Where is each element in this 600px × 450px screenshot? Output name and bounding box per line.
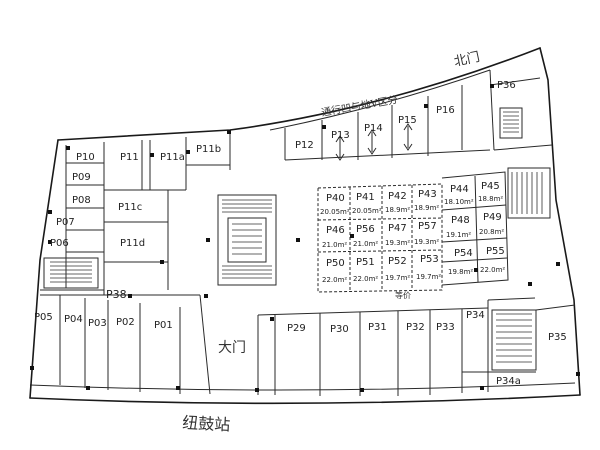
kiosk-area: 20.05m² — [320, 208, 350, 216]
unit-label: P31 — [368, 322, 387, 333]
kiosk-area: 20.05m² — [352, 207, 382, 215]
labels-top-row: P12 P13 P14 P15 P16 — [295, 105, 455, 151]
kiosk-area: 22.0m² — [480, 266, 505, 274]
bottom-left-units — [59, 294, 211, 395]
central-escalator — [217, 194, 277, 286]
kiosk-id: P54 — [454, 248, 473, 259]
kiosk-id: P47 — [388, 223, 407, 234]
kiosk-id: P41 — [356, 192, 375, 203]
unit-label: P11 — [120, 152, 139, 163]
unit-label: P09 — [72, 172, 91, 183]
unit-label: P11d — [120, 238, 145, 249]
labels-left-block: P10 P09 P11 P11a P11b P08 P11c P07 P06 P… — [50, 144, 221, 301]
kiosk-area: 19.3m² — [414, 238, 439, 246]
unit-label: P30 — [330, 324, 349, 335]
labels-bottom-right: P29 P30 P31 P32 P33 P34 P35 P34a — [287, 310, 567, 387]
unit-label: P34 — [466, 310, 485, 321]
unit-label: P15 — [398, 115, 417, 126]
kiosk-id: P53 — [420, 254, 439, 265]
unit-label: P35 — [548, 332, 567, 343]
kiosk-id: P55 — [486, 246, 505, 257]
unit-label: P34a — [496, 376, 521, 387]
kiosk-id: P51 — [356, 257, 375, 268]
kiosk-id: P50 — [326, 258, 345, 269]
kiosk-id: P40 — [326, 193, 345, 204]
kiosk-area: 19.8m² — [448, 268, 473, 276]
unit-label: P38 — [106, 288, 127, 301]
kiosk-id: P49 — [483, 212, 502, 223]
unit-label: P01 — [154, 320, 173, 331]
unit-label: P16 — [436, 105, 455, 116]
kiosk-area: 18.10m² — [444, 198, 474, 206]
north-gate-label: 北门 — [453, 50, 482, 70]
unit-label: P11c — [118, 202, 142, 213]
unit-label: P14 — [364, 123, 383, 134]
unit-label: P04 — [64, 314, 83, 325]
right-column — [489, 69, 553, 219]
unit-label: P12 — [295, 140, 314, 151]
kiosk-id: P45 — [481, 181, 500, 192]
unit-label: P29 — [287, 323, 306, 334]
unit-label: P33 — [436, 322, 455, 333]
kiosk-grid — [317, 171, 509, 293]
bottom-right-units — [257, 297, 576, 396]
unit-label: P08 — [72, 195, 91, 206]
kiosk-area: 19.7m² — [416, 273, 441, 281]
labels-kiosk-grid: P40 20.05m² P41 20.05m² P42 18.9m² P43 1… — [320, 181, 505, 284]
labels-bottom-left: P05 P04 P03 P02 P01 — [34, 312, 173, 331]
corridor-note: 通行凹与地V区分 — [320, 93, 398, 119]
kiosk-area: 19.3m² — [385, 239, 410, 247]
kiosk-id: P52 — [388, 256, 407, 267]
kiosk-area: 19.7m² — [385, 274, 410, 282]
kiosk-id: P42 — [388, 191, 407, 202]
kiosk-id: P44 — [450, 184, 469, 195]
top-row — [284, 85, 491, 161]
kiosk-id: P57 — [418, 221, 437, 232]
street-name: 纽鼓站 — [182, 413, 231, 434]
kiosk-area: 22.0m² — [322, 276, 347, 284]
unit-label: P02 — [116, 317, 135, 328]
kiosk-id: P48 — [451, 215, 470, 226]
unit-label: P11b — [196, 144, 221, 155]
grid-footnote: 等价 — [395, 290, 411, 300]
kiosk-area: 18.9m² — [385, 206, 410, 214]
kiosk-area: 21.0m² — [353, 240, 378, 248]
unit-label: P36 — [497, 80, 516, 91]
unit-label: P07 — [56, 217, 75, 228]
outer-walls — [29, 47, 581, 405]
unit-label: P13 — [331, 130, 350, 141]
unit-label: P32 — [406, 322, 425, 333]
unit-label: P06 — [50, 238, 69, 249]
kiosk-id: P56 — [356, 224, 375, 235]
kiosk-area: 18.8m² — [478, 195, 503, 203]
kiosk-area: 21.0m² — [322, 241, 347, 249]
left-block — [40, 132, 231, 296]
kiosk-id: P46 — [326, 225, 345, 236]
unit-label: P05 — [34, 312, 53, 323]
kiosk-id: P43 — [418, 189, 437, 200]
kiosk-area: 22.0m² — [353, 275, 378, 283]
unit-label: P03 — [88, 318, 107, 329]
column-markers — [30, 84, 580, 392]
unit-label: P11a — [160, 152, 185, 163]
unit-label: P10 — [76, 152, 95, 163]
main-gate-label: 大门 — [218, 340, 246, 356]
kiosk-area: 19.1m² — [446, 231, 471, 239]
left-stair — [43, 257, 99, 289]
kiosk-area: 20.8m² — [479, 228, 504, 236]
kiosk-area: 18.9m² — [414, 204, 439, 212]
